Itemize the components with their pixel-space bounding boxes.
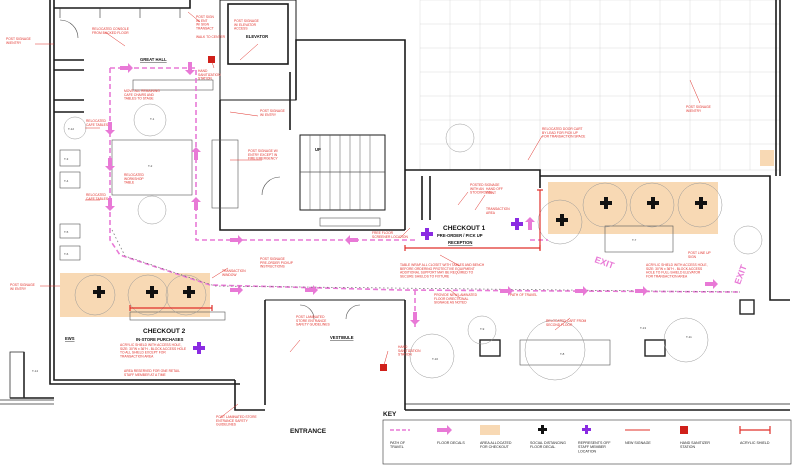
- checkout-area-icon: [480, 425, 500, 435]
- checkout-area-left: [60, 273, 210, 317]
- key-item-label: ACRYLIC SHIELD: [740, 441, 770, 445]
- entrance-label: ENTRANCE: [290, 428, 327, 435]
- fixture-label: T-10: [432, 357, 438, 361]
- bottom-left-structure: [0, 351, 54, 405]
- fixture-label: T-13: [640, 326, 646, 330]
- red-square-icon: [680, 426, 688, 434]
- arrow-decal-icon: [437, 425, 452, 435]
- exit-label: EXIT: [732, 263, 748, 286]
- sanitizer-station-top: [208, 56, 215, 63]
- reception-label: RECEPTION: [448, 240, 472, 245]
- great-hall-label: GREAT HALL: [140, 57, 167, 62]
- checkout1-title: CHECKOUT 1: [443, 225, 486, 232]
- note-path-of-travel-note: PATH OF TRAVEL: [510, 293, 537, 297]
- top-window-ticks: [59, 8, 181, 18]
- fixture-label: T-2: [148, 164, 153, 168]
- checkout2-subtitle: IN-STORE PURCHASES: [136, 337, 184, 342]
- social-distancing-decals: [93, 197, 707, 298]
- fixture-labels: T-1 T-2 T-3 T-4 T-5 T-6 T-7 T-8 T-9 T-10…: [32, 117, 692, 373]
- checkout-area-right: [548, 182, 718, 234]
- fixture-label: T-1: [150, 117, 155, 121]
- fixture-label: T-14: [32, 369, 38, 373]
- fixture-label: T-7: [632, 238, 637, 242]
- fixture-label: T-8: [560, 352, 565, 356]
- fixture-label: T-6: [64, 252, 69, 256]
- vestibule-label: VESTIBULE: [330, 335, 354, 340]
- shield-bar-icon: [739, 426, 771, 434]
- key-item-label: FLOOR DECALS: [437, 441, 465, 445]
- path-of-travel-dots: [111, 229, 741, 293]
- note-acrylic-shield-left: ACRYLIC SHIELD WITH ACCESS HOLE,SIZE: 30…: [120, 343, 187, 358]
- purple-cross-icon: [582, 425, 591, 434]
- exit-label: EXIT: [593, 254, 616, 270]
- ews-label: EWS: [65, 336, 75, 341]
- grid-cell-accent: [760, 150, 774, 166]
- door-swings: [59, 19, 361, 320]
- signage-leaders: [35, 11, 701, 419]
- key-item-label: NEW SIGNAGE: [625, 441, 651, 445]
- note-table-wrap: TABLE WRAP ALL CLOSET WITH TABLES AND BE…: [400, 263, 485, 278]
- key-title: KEY: [383, 411, 397, 418]
- acrylic-shields: [129, 189, 543, 311]
- fixtures: [59, 79, 755, 366]
- note-walk-to-center: WALK TO CENTER: [196, 35, 226, 39]
- stair-up-label: UP: [315, 147, 321, 152]
- staff-member-markers: [193, 218, 523, 354]
- fixture-label: T-11: [686, 335, 692, 339]
- fixture-label: T-3: [64, 157, 69, 161]
- fixture-label: T-4: [64, 179, 69, 183]
- black-cross-icon: [538, 425, 547, 434]
- grid-floor-area: [419, 0, 781, 171]
- note-acrylic-shield-right: ACRYLIC SHIELD WITH ACCESS HOLE,SIZE: 30…: [646, 263, 708, 278]
- checkout2-title: CHECKOUT 2: [143, 328, 186, 335]
- stair-treads: [300, 135, 385, 210]
- checkout1-subtitle: PRE-ORDER / PICK UP: [437, 233, 483, 238]
- walls: [10, 0, 790, 411]
- fixture-label: T-5: [64, 230, 69, 234]
- sanitizer-station-bottom: [380, 364, 387, 371]
- elevator-label: ELEVATOR: [246, 34, 268, 39]
- floor-decal-arrows: [105, 62, 718, 325]
- fixture-label: T-12: [68, 127, 74, 131]
- fixture-label: T-9: [480, 327, 485, 331]
